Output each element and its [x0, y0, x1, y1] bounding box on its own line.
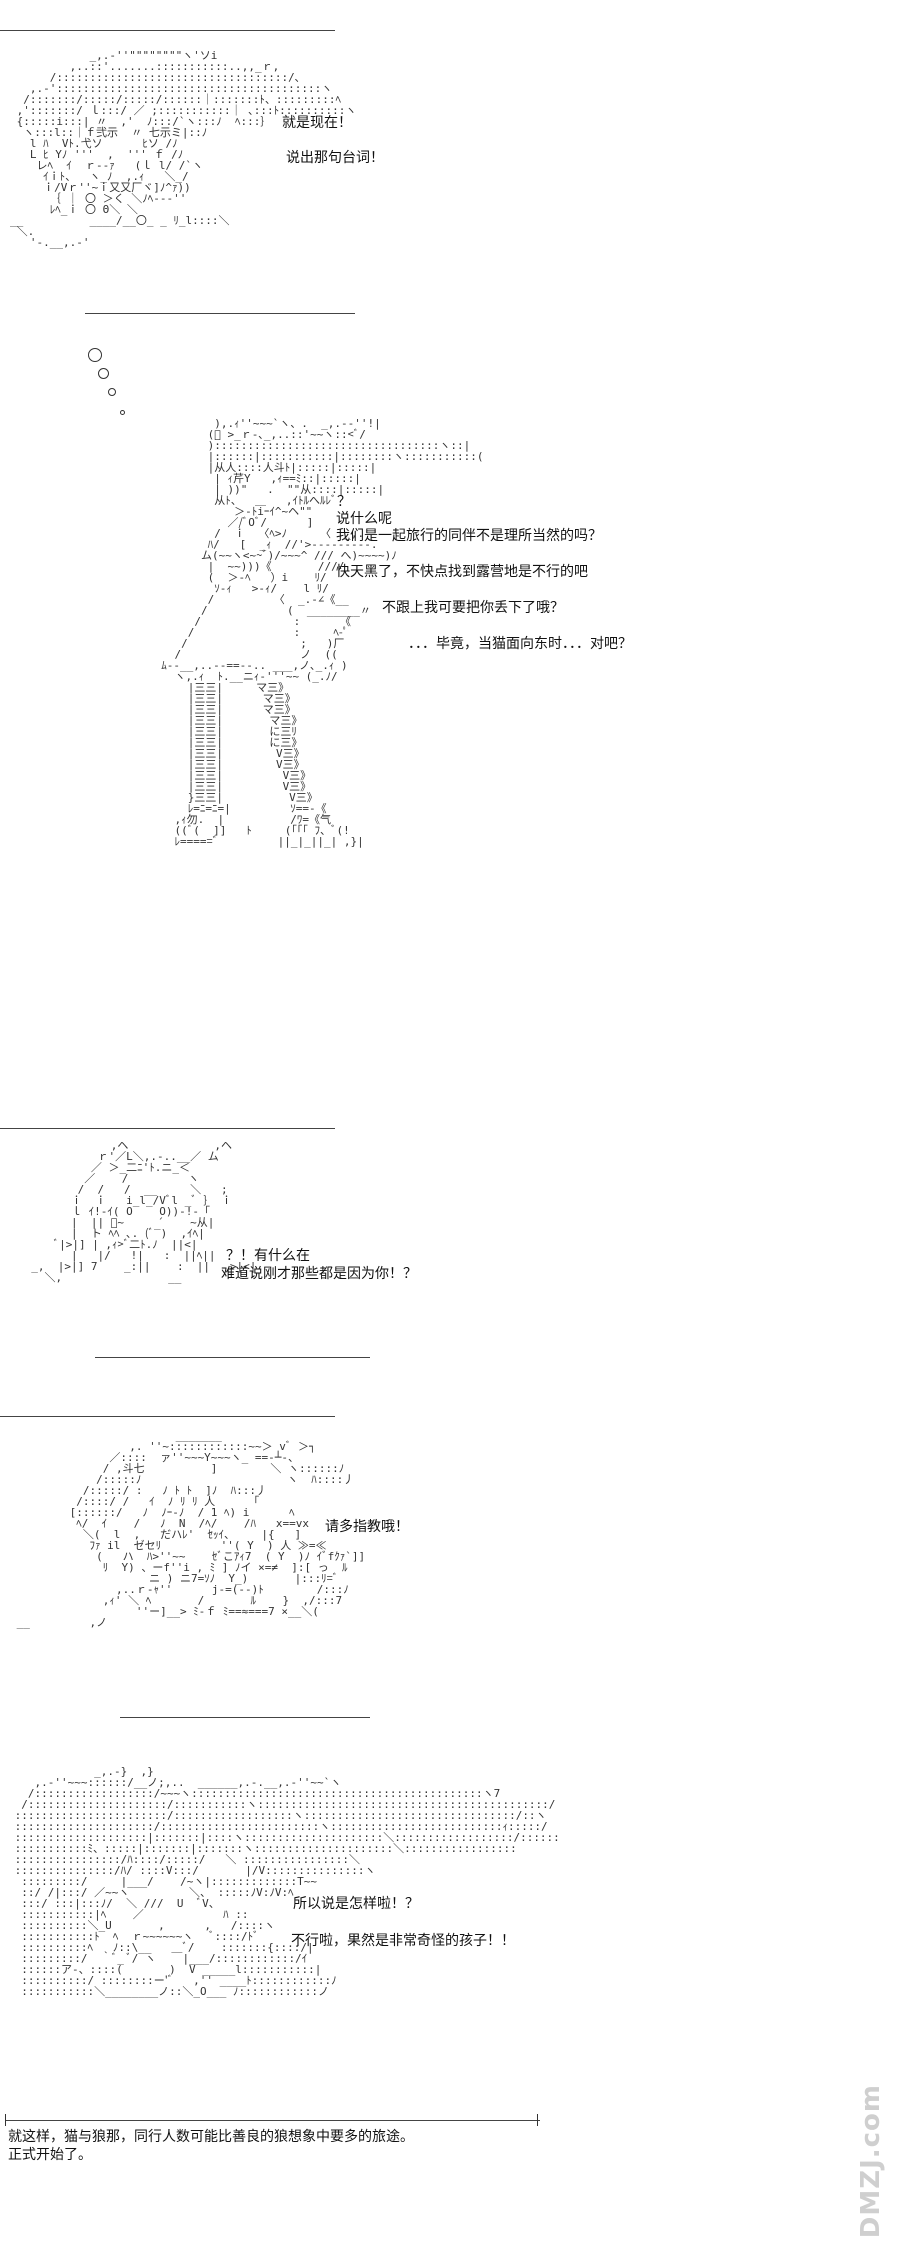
panel-3-dialog-2: 难道说刚才那些都是因为你！？: [221, 1266, 417, 1282]
panel-1-dialog-1: 就是现在！: [282, 115, 352, 131]
narration-rule-right-tick: [537, 2114, 538, 2126]
panel-3-dialog-1: ？！有什么在: [226, 1248, 310, 1264]
narration-rule-left-tick: [5, 2114, 6, 2126]
panel-5-dialog-2: 不行啦，果然是非常奇怪的孩子！！: [291, 1933, 515, 1949]
panel-4-bottom-rule: [120, 1717, 370, 1718]
panel-5-dialog-1: 所以说是怎样啦！？: [293, 1896, 419, 1912]
watermark-logo: DMZJ.com: [856, 2083, 886, 2238]
panel-4-top-rule: [0, 1416, 335, 1417]
panel-2-ascii-art: ),.ｨ''~~~`ヽ、. _,.--''!| (ﾞ >_ｒ-､_,..::'~…: [161, 417, 484, 848]
panel-1-dialog-2: 说出那句台词！: [286, 150, 384, 166]
narration-line-2: 正式开始了。: [8, 2147, 92, 2163]
panel-4-ascii-art: _______ ,. ''~::::::::::::~~＞ vﾞ ＞┐ ／:::…: [16, 1429, 366, 1629]
panel-1-top-rule: [0, 30, 335, 31]
narration-rule: [5, 2120, 540, 2121]
panel-3-bottom-rule: [95, 1357, 370, 1358]
panel-2-dialog-4: 不跟上我可要把你丢下了哦？: [382, 600, 564, 616]
thought-bubble-3: [108, 388, 116, 396]
thought-bubble-2: [98, 368, 109, 379]
panel-3-top-rule: [0, 1128, 335, 1129]
panel-5-ascii-art: _,.-} ,} ,.-''~~~::::::/__ノ;,.. ______,.…: [14, 1765, 560, 1998]
panel-2-dialog-2: 我们是一起旅行的同伴不是理所当然的吗？: [336, 528, 602, 544]
panel-2-dialog-5: ．．．毕竟，当猫面向东时．．．对吧？: [408, 636, 632, 652]
narration-line-1: 就这样，猫与狼那，同行人数可能比善良的狼想象中要多的旅途。: [8, 2129, 414, 2145]
panel-1-bottom-rule: [85, 313, 355, 314]
thought-bubble-1: [88, 348, 102, 362]
panel-4-dialog-1: 请多指教哦！: [325, 1519, 409, 1535]
panel-2-question: ？: [337, 494, 351, 510]
panel-1-ascii-art: _,.-''""""""""ヽ'ソi ,..::'.......::::::::…: [10, 49, 357, 249]
panel-3-ascii-art: ,ヘ ,ヘ ｒ'／L＼,.-..__／ ム ／ ＞_二ﾆ'ﾄ.ニ_＜ ／ / ヽ…: [31, 1139, 257, 1284]
panel-2-dialog-3: 快天黑了，不快点找到露营地是不行的吧: [336, 564, 588, 580]
panel-2-dialog-1: 说什么呢: [336, 511, 392, 527]
thought-bubble-4: [120, 410, 125, 415]
